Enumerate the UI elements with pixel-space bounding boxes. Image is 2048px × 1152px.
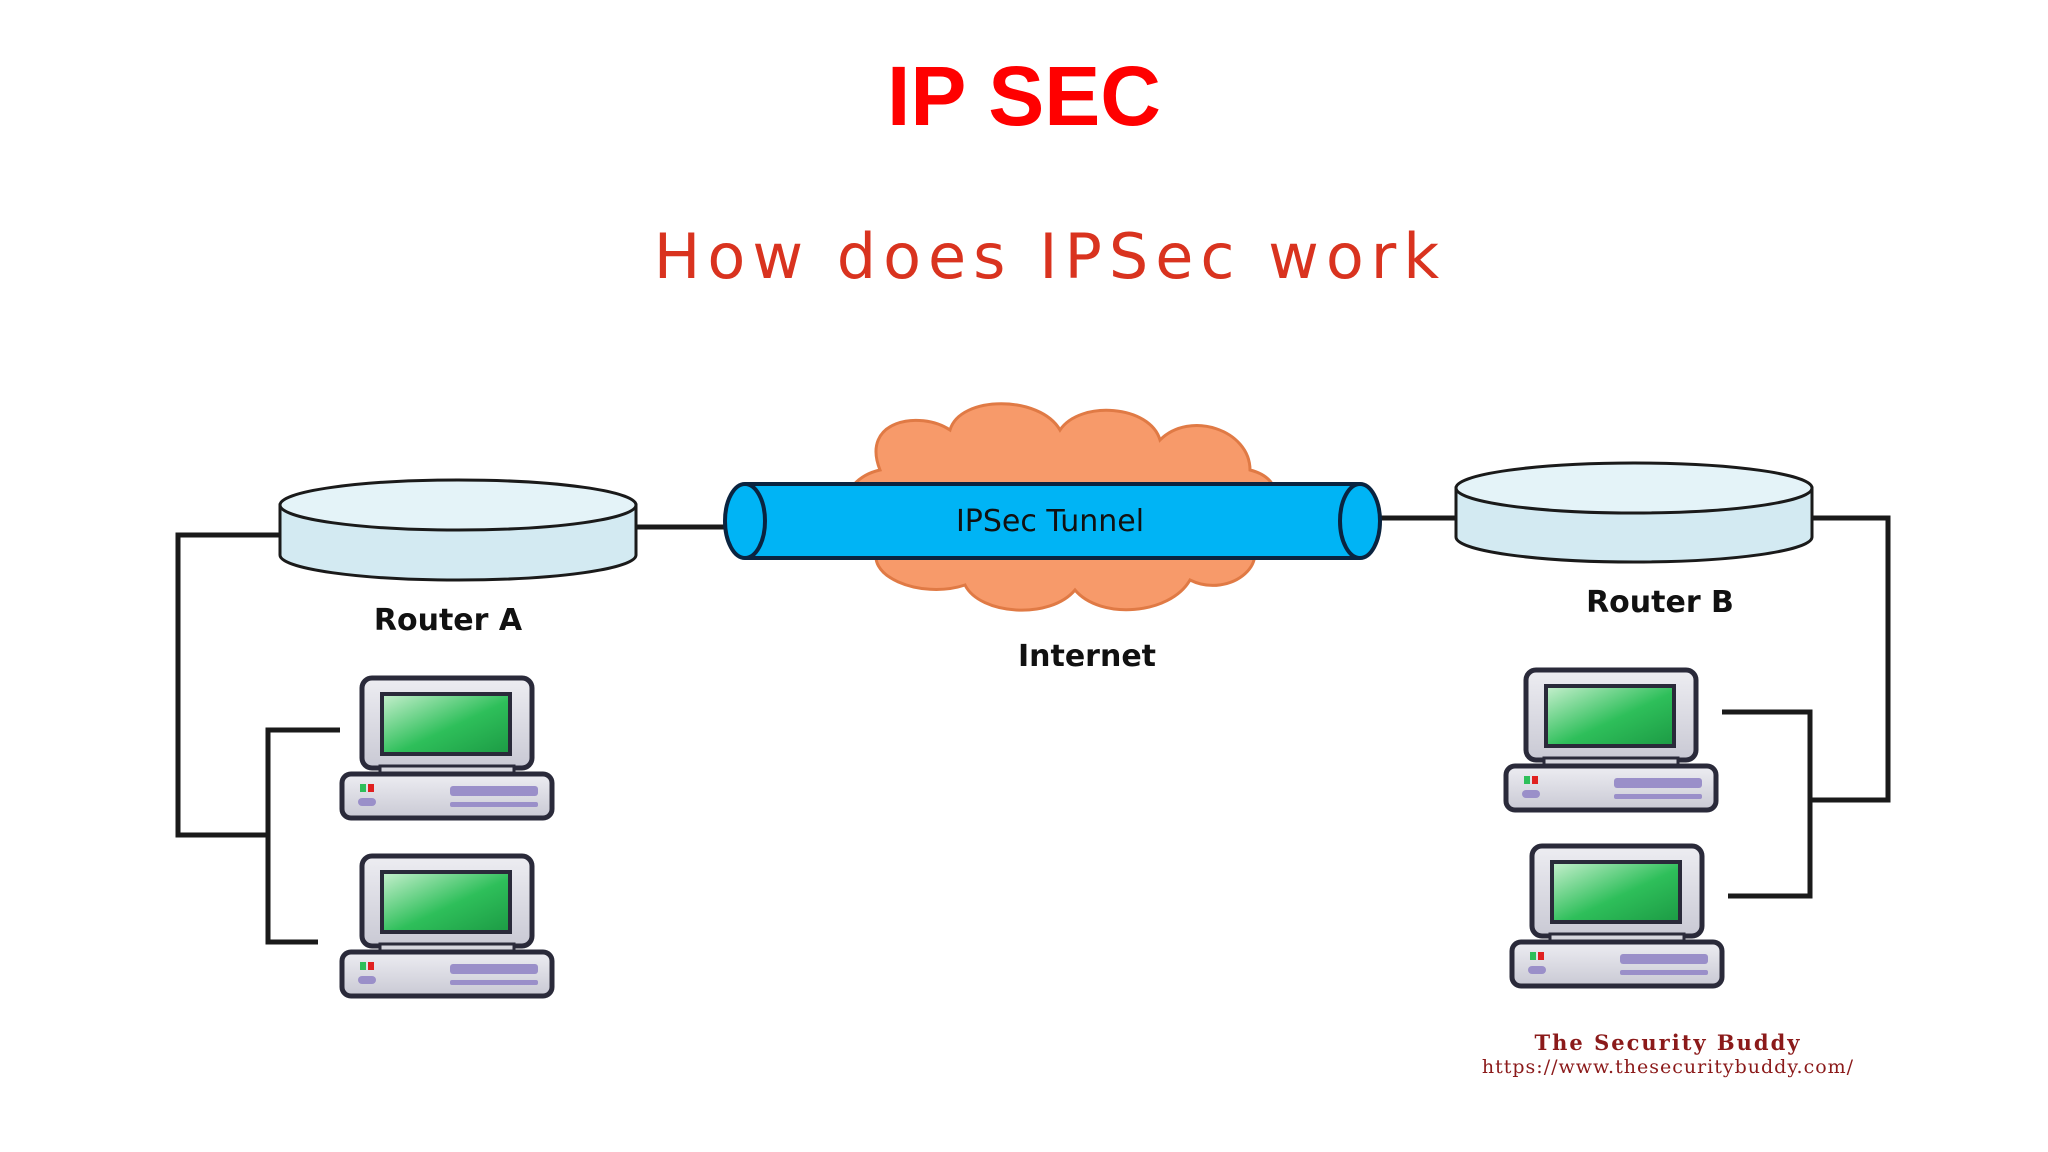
tunnel-label: IPSec Tunnel bbox=[956, 504, 1144, 539]
left-wiring bbox=[175, 532, 340, 945]
router-b-label: Router B bbox=[1586, 585, 1734, 620]
credit-name: The Security Buddy bbox=[1535, 1030, 1802, 1055]
diagram-heading: How does IPSec work bbox=[654, 220, 1446, 293]
computer-b1 bbox=[1506, 670, 1716, 810]
right-wiring bbox=[1722, 515, 1891, 899]
slide-title: IP SEC bbox=[887, 49, 1161, 143]
credit-url: https://www.thesecuritybuddy.com/ bbox=[1482, 1056, 1854, 1078]
ipsec-tunnel bbox=[723, 482, 1382, 560]
computer-a1 bbox=[342, 678, 552, 818]
computer-a2 bbox=[342, 856, 552, 996]
router-a bbox=[278, 478, 638, 582]
computer-b2 bbox=[1512, 846, 1722, 986]
router-a-label: Router A bbox=[374, 603, 523, 638]
router-b bbox=[1454, 461, 1814, 564]
internet-label: Internet bbox=[1018, 639, 1156, 674]
